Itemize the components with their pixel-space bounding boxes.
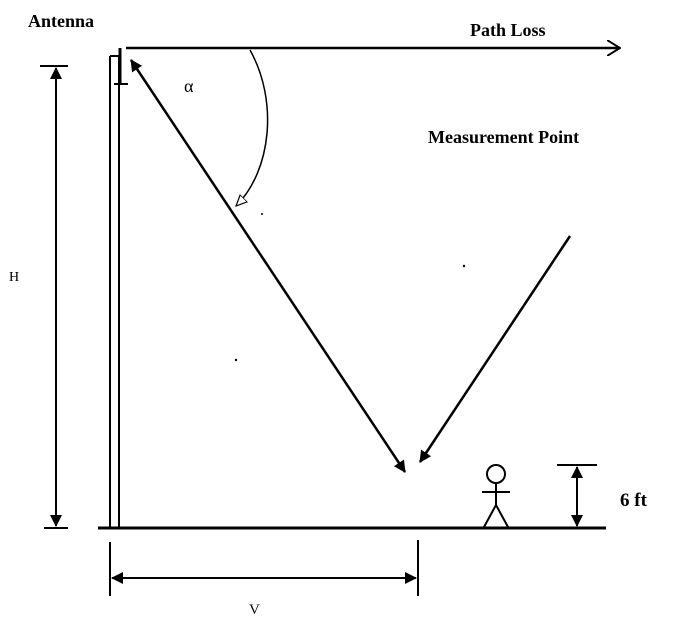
height-dimension xyxy=(40,65,68,529)
person-height-label: 6 ft xyxy=(620,490,648,511)
antenna-element xyxy=(114,48,128,85)
distance-dimension xyxy=(109,540,419,596)
path-loss-label: Path Loss xyxy=(470,20,546,40)
antenna-mast xyxy=(109,55,120,528)
alpha-label: α xyxy=(184,76,194,96)
person-figure xyxy=(482,464,510,528)
angle-arc xyxy=(236,49,269,206)
incoming-ray-arrow xyxy=(418,235,572,463)
distance-label: V xyxy=(249,602,260,618)
speckle-dots xyxy=(234,213,466,362)
antenna-label: Antenna xyxy=(28,11,94,31)
person-height-dimension xyxy=(557,464,597,527)
direct-ray-arrow xyxy=(129,59,407,473)
measurement-point-label: Measurement Point xyxy=(428,127,579,147)
height-label: H xyxy=(9,270,19,285)
